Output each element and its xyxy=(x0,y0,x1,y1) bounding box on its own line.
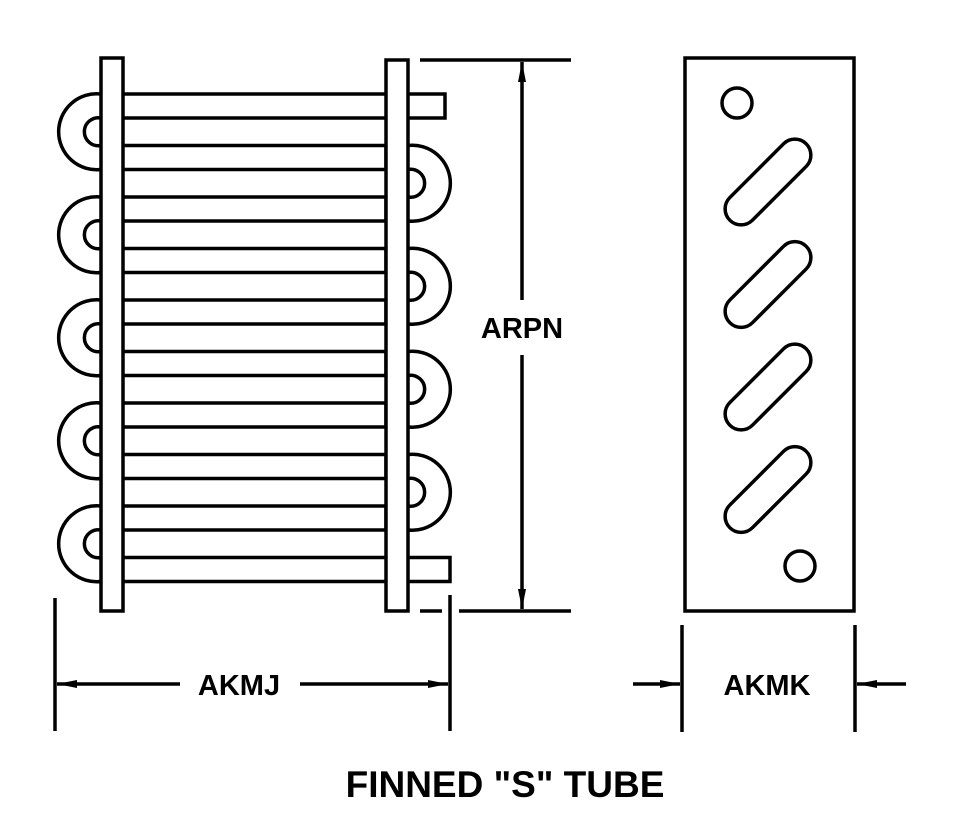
tube xyxy=(123,92,447,120)
u-bend-outer xyxy=(56,298,102,378)
end-view-plate xyxy=(683,56,856,613)
drawing-title: FINNED "S" TUBE xyxy=(346,764,665,805)
u-bend-outer xyxy=(56,504,102,584)
u-bend-inner xyxy=(82,116,102,148)
slot-outline xyxy=(723,342,813,432)
tube xyxy=(123,143,388,172)
slot-outline xyxy=(723,444,813,535)
height-dimension: ARPN xyxy=(420,58,571,613)
tube xyxy=(123,246,388,275)
coil-bends xyxy=(56,92,453,584)
slot-outline xyxy=(723,239,813,330)
left-tube-sheet xyxy=(99,56,125,613)
u-bend-inner xyxy=(82,219,102,251)
tube xyxy=(123,504,388,532)
u-bend-inner xyxy=(82,322,102,354)
mount-hole xyxy=(720,86,754,120)
u-bend-outer xyxy=(56,92,102,172)
depth-label: AKMK xyxy=(724,670,811,702)
width-label: AKMJ xyxy=(198,670,280,702)
depth-dimension: AKMK xyxy=(633,625,906,732)
right-tube-sheet xyxy=(384,58,410,613)
slot xyxy=(723,444,813,535)
tube xyxy=(123,298,388,326)
u-bend-inner xyxy=(407,270,427,302)
u-bend-inner xyxy=(82,528,102,560)
u-bend-inner xyxy=(82,425,102,457)
tube xyxy=(123,195,388,223)
slot xyxy=(723,239,813,330)
u-bend-inner xyxy=(407,476,427,508)
u-bend-outer xyxy=(56,195,102,275)
u-bend-inner xyxy=(407,167,427,199)
u-bend-outer xyxy=(407,143,453,223)
tube xyxy=(123,349,388,378)
tube xyxy=(123,401,388,429)
width-dimension: AKMJ xyxy=(53,595,452,731)
height-label: ARPN xyxy=(481,313,563,345)
slot xyxy=(723,342,813,432)
u-bend-outer xyxy=(56,401,102,481)
u-bend-outer xyxy=(407,349,453,429)
u-bend-outer xyxy=(407,246,453,326)
u-bend-outer xyxy=(407,452,453,532)
tube xyxy=(123,555,452,584)
u-bend-inner xyxy=(407,373,427,405)
slot xyxy=(723,137,813,227)
mount-hole xyxy=(783,549,817,583)
slot-outline xyxy=(723,137,813,227)
tube xyxy=(123,452,388,481)
